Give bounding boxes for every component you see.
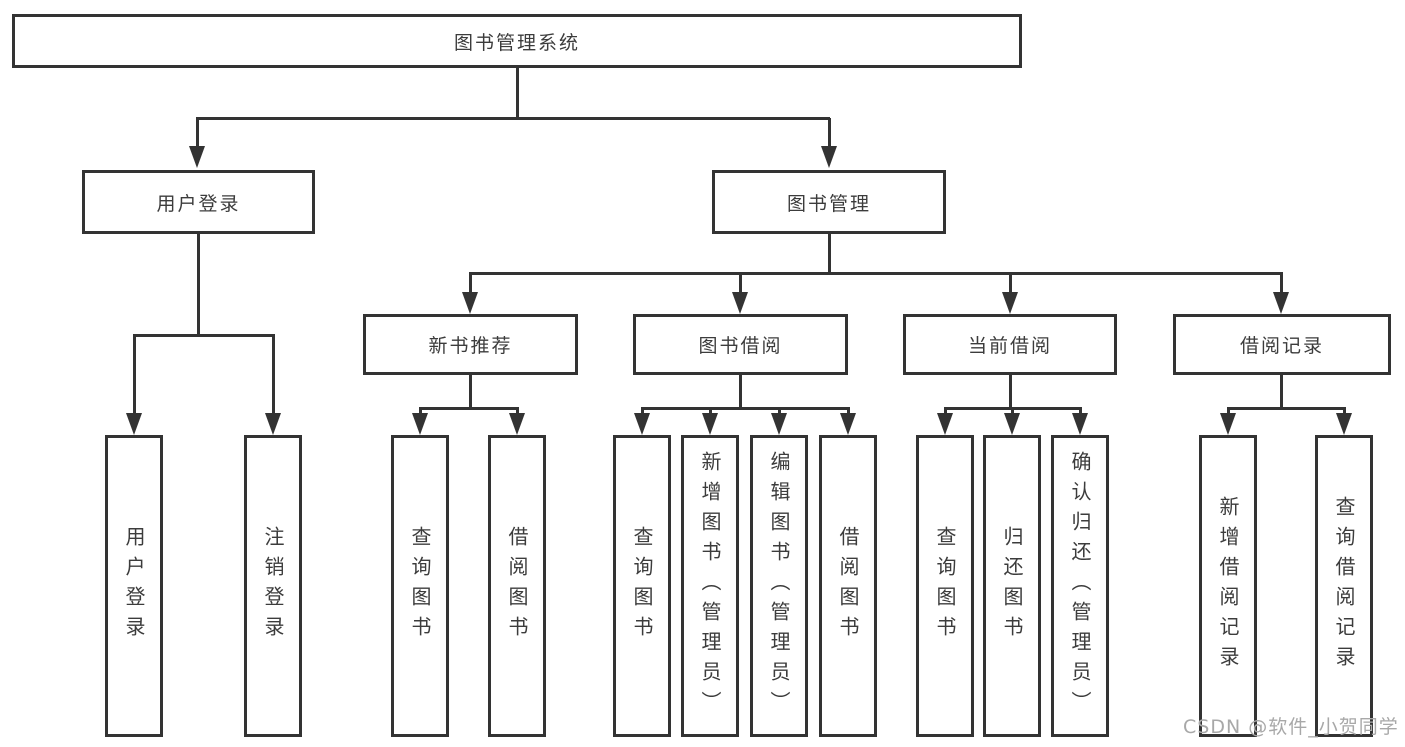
arrow-shaft [196,118,199,154]
arrow-shaft [1343,407,1346,417]
connector-line [469,375,472,410]
node-root: 图书管理系统 [12,14,1022,68]
arrow-down-icon [1220,413,1236,435]
arrow-down-icon [412,413,428,435]
arrow-shaft [516,407,519,417]
connector-line [1280,375,1283,410]
node-user-login: 用户登录 [82,170,315,234]
connector-line [469,272,1282,275]
arrow-shaft [828,118,831,154]
connector-line [419,407,519,410]
arrow-down-icon [702,413,718,435]
arrow-down-icon [821,146,837,168]
arrow-shaft [1227,407,1230,417]
node-leaf-logout: 注销登录 [244,435,302,737]
node-leaf-cb-return-books: 归还图书 [983,435,1041,737]
node-leaf-nb-borrow-books: 借阅图书 [488,435,546,737]
watermark: CSDN @软件_小贺同学 [1183,716,1399,738]
node-current-borrowing: 当前借阅 [903,314,1117,375]
connector-line [641,407,850,410]
arrow-down-icon [1004,413,1020,435]
node-borrowing-records: 借阅记录 [1173,314,1391,375]
arrow-down-icon [1336,413,1352,435]
connector-line [1227,407,1346,410]
connector-line [1009,375,1012,410]
node-leaf-cb-confirm-return: 确认归还（管理员） [1051,435,1109,737]
arrow-down-icon [937,413,953,435]
arrow-down-icon [189,146,205,168]
connector-line [828,234,831,275]
arrow-shaft [469,272,472,296]
arrow-shaft [847,407,850,417]
arrow-down-icon [634,413,650,435]
arrow-shaft [133,334,136,416]
arrow-down-icon [1072,413,1088,435]
arrow-shaft [1079,407,1082,417]
connector-line [516,68,519,120]
arrow-down-icon [265,413,281,435]
arrow-down-icon [126,413,142,435]
node-leaf-br-query-record: 查询借阅记录 [1315,435,1373,737]
arrow-shaft [709,407,712,417]
arrow-shaft [1009,272,1012,296]
node-leaf-nb-query-books: 查询图书 [391,435,449,737]
node-book-borrowing: 图书借阅 [633,314,848,375]
connector-line [739,375,742,410]
arrow-down-icon [840,413,856,435]
arrow-down-icon [509,413,525,435]
node-book-management: 图书管理 [712,170,946,234]
node-leaf-bb-query-books: 查询图书 [613,435,671,737]
arrow-shaft [778,407,781,417]
connector-line [197,234,200,337]
arrow-down-icon [1002,292,1018,314]
arrow-down-icon [771,413,787,435]
connector-line [133,334,275,337]
arrow-shaft [272,334,275,416]
node-leaf-bb-add-books: 新增图书（管理员） [681,435,739,737]
arrow-shaft [641,407,644,417]
node-leaf-bb-edit-books: 编辑图书（管理员） [750,435,808,737]
arrow-shaft [944,407,947,417]
node-new-book-recommend: 新书推荐 [363,314,578,375]
node-leaf-cb-query-books: 查询图书 [916,435,974,737]
arrow-shaft [1280,272,1283,296]
node-leaf-user-login: 用户登录 [105,435,163,737]
arrow-down-icon [462,292,478,314]
arrow-down-icon [1273,292,1289,314]
arrow-shaft [1011,407,1014,417]
node-leaf-bb-borrow-books: 借阅图书 [819,435,877,737]
connector-line [196,117,830,120]
arrow-shaft [739,272,742,296]
arrow-shaft [419,407,422,417]
arrow-down-icon [732,292,748,314]
node-leaf-br-add-record: 新增借阅记录 [1199,435,1257,737]
